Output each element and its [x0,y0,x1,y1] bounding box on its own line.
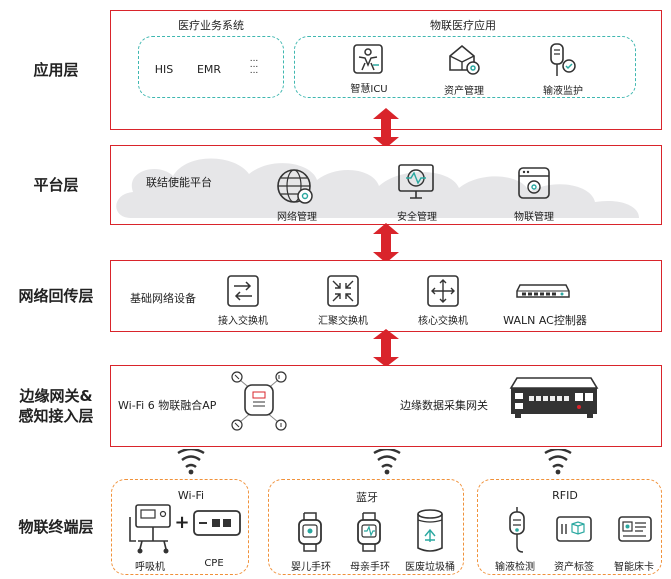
aggregation-switch-label: 汇聚交换机 [318,316,368,327]
cpe-label: CPE [204,558,224,569]
wlan-ac-controller-icon [516,283,570,299]
double-arrow-icon [372,108,400,148]
his-group-title: 医疗业务系统 [178,19,244,32]
baby-wristband-label: 婴儿手环 [291,562,331,573]
wifi-terminal-title: Wi-Fi [177,489,205,502]
ellipsis-dots-1: ... [249,54,259,64]
smart-bed-card-label: 智能床卡 [614,562,654,573]
ellipsis-item: ... ... ... [249,54,259,76]
wireless-signal-icon [176,449,206,475]
mother-wristband-icon [356,512,382,552]
infusion-monitoring-icon [545,42,579,80]
wifi-ap-label: Wi-Fi 6 物联融合AP [118,399,217,412]
gateway-label: 边缘数据采集网关 [400,399,488,412]
infusion-detection-label: 输液检测 [495,562,535,573]
bluetooth-terminal-title: 蓝牙 [356,491,378,504]
wlan-ac-controller-label: WALN AC控制器 [503,314,587,327]
iot-management-icon [516,165,552,203]
rfid-terminal-group [477,479,662,575]
smart-icu-icon [352,43,384,77]
access-switch-icon [227,275,259,307]
double-arrow-icon [372,329,400,367]
bluetooth-terminal-group [268,479,464,575]
layer-label-network: 网络回传层 [18,287,94,305]
iot-ap-icon [226,368,292,434]
his-item: HIS [154,63,174,76]
cloud-shape [111,146,661,224]
baby-wristband-icon [297,512,323,552]
smart-bed-card-icon [618,516,652,542]
asset-tag-label: 资产标签 [554,562,594,573]
asset-management-icon [446,42,482,78]
his-group [138,36,284,98]
core-switch-icon [427,275,459,307]
edge-gateway-icon [509,376,599,420]
layer-label-edge-line2: 感知接入层 [18,407,94,425]
double-arrow-icon [372,223,400,263]
medical-waste-bin-label: 医废垃圾桶 [405,562,455,573]
emr-item: EMR [196,63,222,76]
network-title: 基础网络设备 [130,292,196,305]
network-management-icon [274,166,318,206]
platform-title: 联结使能平台 [146,176,212,189]
core-switch-label: 核心交换机 [418,316,468,327]
asset-tag-icon [556,516,592,542]
layer-label-platform: 平台层 [33,176,79,194]
wireless-signal-icon [543,449,573,475]
security-management-label: 安全管理 [397,212,437,223]
aggregation-switch-icon [327,275,359,307]
medical-waste-bin-icon [416,508,444,554]
iot-management-label: 物联管理 [514,212,554,223]
mother-wristband-label: 母亲手环 [350,562,390,573]
wifi-terminal-group [111,479,249,575]
smart-icu-label: 智慧ICU [350,84,388,95]
layer-label-app: 应用层 [33,61,79,79]
plus-sign: + [174,512,190,533]
security-management-icon [396,162,436,202]
ventilator-label: 呼吸机 [135,562,165,573]
asset-management-label: 资产管理 [444,86,484,97]
layer-label-edge: 边缘网关& 感知接入层 [4,365,108,447]
infusion-detection-icon [506,506,528,556]
wireless-signal-icon [372,449,402,475]
layer-label-terminal: 物联终端层 [18,518,94,536]
ellipsis-dots-2: ... [249,60,259,70]
rfid-terminal-title: RFID [552,489,578,502]
iot-app-group [294,36,636,98]
network-layer-box [110,260,662,332]
ellipsis-dots-3: ... [249,66,259,76]
cpe-icon [193,510,241,536]
layer-label-edge-line1: 边缘网关& [19,387,93,405]
ventilator-icon [128,503,172,555]
network-management-label: 网络管理 [277,212,317,223]
access-switch-label: 接入交换机 [218,316,268,327]
iot-app-group-title: 物联医疗应用 [430,19,496,32]
infusion-monitoring-label: 输液监护 [543,86,583,97]
